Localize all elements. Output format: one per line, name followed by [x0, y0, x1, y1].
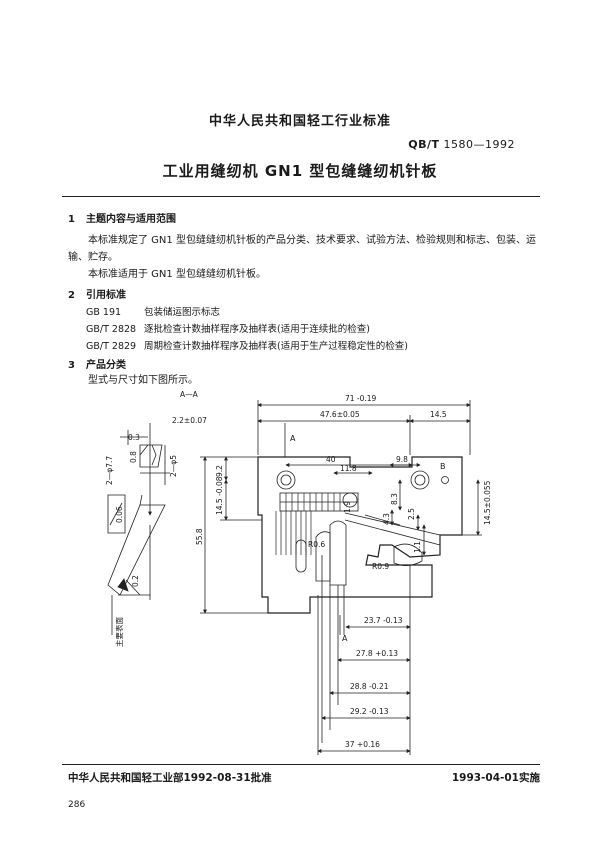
standard-prefix: QB/T	[408, 138, 440, 151]
section-number: 3	[68, 360, 75, 371]
dim-label: 1.9	[343, 501, 352, 513]
dim-label: 0.8	[129, 451, 138, 463]
main-plan-view	[257, 400, 471, 755]
section-number: 1	[68, 214, 75, 225]
approval-text: 中华人民共和国轻工业部1992-08-31批准	[68, 772, 272, 784]
section-label: A—A	[180, 390, 199, 399]
dim-label: 29.2 -0.13	[350, 707, 389, 716]
section-1-paragraph-2: 本标准适用于 GN1 型包缝缝纫机针板。	[88, 269, 266, 280]
reference-code: GB/T 2829	[86, 341, 137, 352]
dim-label: 11.8	[340, 464, 357, 473]
left-dimensions	[200, 456, 268, 614]
section-title: 产品分类	[86, 360, 126, 371]
issuing-authority: 中华人民共和国轻工行业标准	[208, 114, 391, 129]
dim-label: 1.1	[413, 541, 422, 553]
bottom-dimensions	[317, 565, 411, 755]
effective-date: 1993-04-01实施	[451, 772, 540, 784]
section-number: 2	[68, 290, 75, 301]
reference-item: GB 191 包装储运图示标志	[86, 304, 220, 318]
dim-label: 9.8	[396, 455, 408, 464]
section-cut-label: A	[342, 634, 348, 643]
dim-label: 0.2	[131, 575, 140, 587]
dim-label: 8.3	[390, 493, 399, 505]
reference-desc: 逐批检查计数抽样程序及抽样表(适用于连续批的检查)	[144, 324, 370, 335]
main-surface-label: 主要表面	[114, 617, 124, 647]
reference-code: GB/T 2828	[86, 324, 137, 335]
reference-code: GB 191	[86, 307, 122, 318]
section-cut-label: A	[290, 434, 296, 443]
reference-item: GB/T 2829 周期检查计数抽样程序及抽样表(适用于生产过程稳定性的检查)	[86, 338, 408, 352]
standard-code: QB/T 1580—1992	[408, 138, 515, 151]
section-title: 主题内容与适用范围	[86, 214, 176, 225]
top-dimensions	[257, 403, 471, 475]
reference-desc: 周期检查计数抽样程序及抽样表(适用于生产过程稳定性的检查)	[144, 341, 408, 352]
section-1-paragraph-1: 本标准规定了 GN1 型包缝缝纫机针板的产品分类、技术要求、试验方法、检验规则和…	[68, 235, 536, 263]
reference-item: GB/T 2828 逐批检查计数抽样程序及抽样表(适用于连续批的检查)	[86, 321, 370, 335]
dim-label: 47.6±0.05	[320, 410, 360, 419]
dim-label: 71 -0.19	[345, 394, 377, 403]
dim-label: 2—φ5	[169, 455, 178, 477]
dim-label: 2—φ7.7	[105, 456, 114, 485]
reference-desc: 包装储运图示标志	[144, 307, 221, 318]
dim-label: 28.8 -0.21	[350, 682, 389, 691]
radius-label: R0.6	[308, 540, 325, 549]
section-3-heading: 3 产品分类	[68, 356, 126, 371]
dim-label: 0.3	[128, 433, 140, 442]
dim-label: 9.2	[215, 465, 224, 477]
dim-label: 14.5	[430, 410, 447, 419]
title-rule	[62, 196, 540, 197]
dim-label: 37 +0.16	[345, 740, 380, 749]
dim-label: 55.8	[195, 528, 204, 545]
section-2-heading: 2 引用标准	[68, 286, 126, 301]
footer-rule	[62, 764, 540, 765]
dim-label: 2.5	[407, 508, 416, 520]
dim-label: 0.06	[115, 506, 124, 523]
point-label: B	[440, 462, 446, 471]
section-view-a-a	[107, 423, 170, 635]
dim-label: 40	[326, 455, 336, 464]
dim-label: 27.8 +0.13	[356, 649, 398, 658]
technical-drawing: A—A 2.2±0.07 0.3 0.8 2—φ7.7 2—φ5 0.06 0.…	[105, 390, 492, 755]
standard-number: 1580—1992	[443, 138, 515, 151]
dim-label: 14.5±0.055	[483, 480, 492, 525]
dim-label: 14.5 -0.08	[215, 476, 224, 515]
dim-label: 23.7 -0.13	[364, 616, 403, 625]
page-number: 286	[68, 800, 86, 810]
right-dimensions	[390, 479, 482, 556]
dim-label: 4.3	[382, 513, 391, 525]
section-1-heading: 1 主题内容与适用范围	[68, 210, 176, 225]
section-3-paragraph: 型式与尺寸如下图所示。	[88, 375, 198, 386]
section-title: 引用标准	[86, 290, 126, 301]
radius-label: R0.9	[372, 562, 389, 571]
document-title: 工业用缝纫机 GN1 型包缝缝纫机针板	[162, 162, 438, 180]
dim-label: 2.2±0.07	[172, 416, 207, 425]
